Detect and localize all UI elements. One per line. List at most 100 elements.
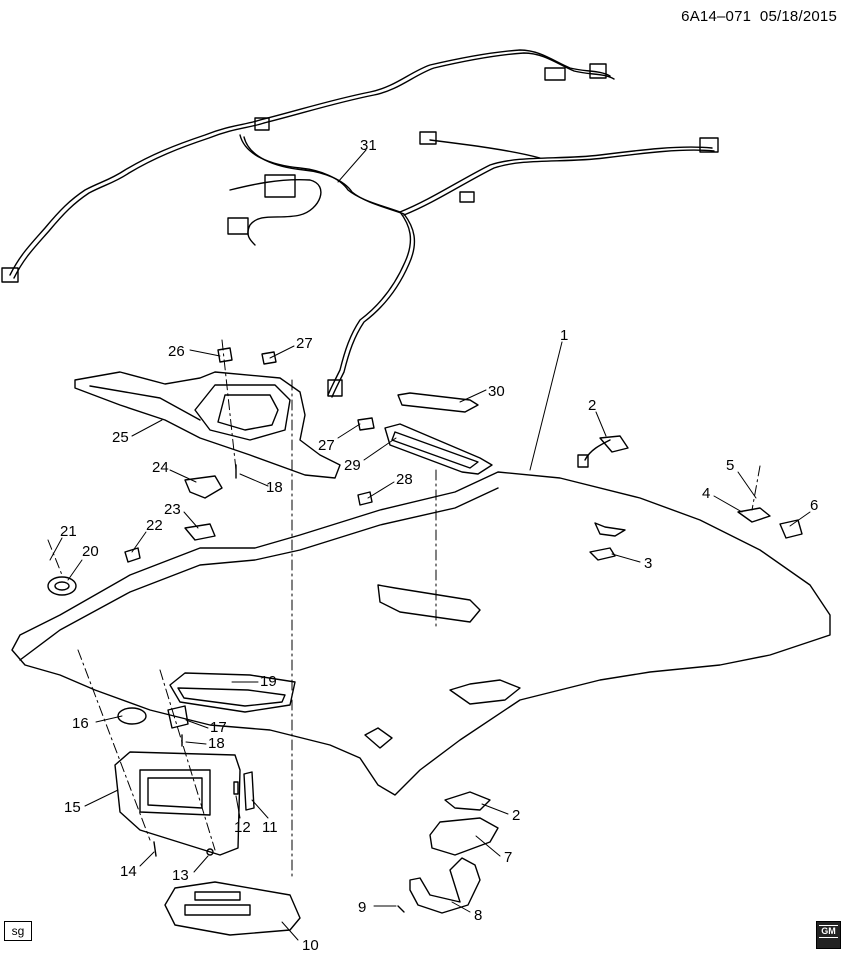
leader-12	[235, 795, 241, 819]
leader-21	[49, 537, 63, 561]
callout-27: 27	[318, 437, 335, 454]
callout-4: 4	[702, 485, 710, 502]
callout-labels: 1 2 2 3 4 5 6 7 8 9 10 11 12 13 14 15 16…	[60, 137, 818, 954]
callout-21: 21	[60, 523, 77, 540]
leader-10	[281, 921, 299, 941]
leader-20	[67, 559, 83, 581]
leader-2b	[481, 803, 509, 815]
leader-30	[459, 389, 487, 403]
callout-16: 16	[72, 715, 89, 732]
callout-30: 30	[488, 383, 505, 400]
part-20-ring-inner	[54, 581, 70, 591]
callout-6: 6	[810, 497, 818, 514]
diagram-date: 05/18/2015	[759, 8, 837, 25]
part-16-cap	[117, 707, 147, 725]
handle-bezel	[429, 817, 499, 856]
part-6-clip	[779, 519, 803, 539]
callout-19: 19	[260, 673, 277, 690]
leader-25	[131, 419, 163, 437]
callout-15: 15	[64, 799, 81, 816]
gm-logo-text: GM	[819, 925, 838, 938]
leader-24	[169, 469, 197, 483]
gm-logo-icon: GM	[816, 921, 841, 949]
callout-7: 7	[504, 849, 512, 866]
part-20-ring	[47, 576, 77, 596]
callout-17: 17	[210, 719, 227, 736]
leader-27a	[269, 345, 295, 359]
part-3-pad	[589, 547, 616, 561]
alignment-line-d	[77, 649, 151, 841]
part-12-clip	[233, 781, 239, 795]
part-2-upper-connector	[577, 454, 589, 468]
leader-18a	[239, 473, 269, 487]
part-2-upper-bracket	[599, 435, 629, 453]
part-13-nut	[206, 848, 214, 856]
leader-2a	[595, 411, 607, 437]
part-2-upper-lead	[584, 439, 611, 461]
callout-29: 29	[344, 457, 361, 474]
part-22-clip	[124, 547, 141, 563]
screw-9	[397, 905, 405, 913]
part-26-clip	[217, 347, 233, 363]
diagram-ref-number: 6A14–071	[681, 8, 752, 25]
leader-6	[789, 511, 811, 527]
leader-4	[713, 495, 743, 513]
diagram-reference: 6A14–071 05/18/2015	[681, 8, 837, 25]
wiring-harness	[1, 49, 719, 398]
callout-13: 13	[172, 867, 189, 884]
callout-2: 2	[588, 397, 596, 414]
part-28-clip	[357, 491, 373, 506]
screw-14	[153, 841, 157, 857]
alignment-line-c	[47, 539, 63, 576]
sunroof-cover	[397, 392, 479, 413]
callout-18: 18	[266, 479, 283, 496]
callout-26: 26	[168, 343, 185, 360]
leader-29	[363, 437, 397, 461]
part-4-bracket	[737, 507, 771, 523]
leader-26	[189, 349, 221, 357]
part-27-clip-top	[261, 351, 277, 365]
leader-11	[251, 799, 269, 819]
callout-10: 10	[302, 937, 319, 954]
leader-5	[737, 471, 757, 499]
callout-5: 5	[726, 457, 734, 474]
part-11-pad	[243, 771, 255, 811]
leader-8	[451, 901, 471, 913]
callout-2: 2	[512, 807, 520, 824]
alignment-line-g	[159, 669, 216, 851]
callout-18: 18	[208, 735, 225, 752]
leader-22	[131, 531, 147, 553]
overhead-console-bracket	[74, 371, 341, 479]
alignment-line-e	[751, 465, 761, 511]
leader-17	[185, 719, 209, 729]
leader-15	[84, 789, 119, 807]
callout-11: 11	[262, 819, 278, 836]
callout-27: 27	[296, 335, 313, 352]
part-23-bracket	[184, 523, 216, 541]
part-27-clip-lower	[357, 417, 375, 431]
callout-1: 1	[560, 327, 568, 344]
overhead-console	[164, 881, 301, 936]
callout-31: 31	[360, 137, 377, 154]
leader-13	[193, 855, 209, 873]
leader-31	[337, 149, 367, 183]
callout-28: 28	[396, 471, 413, 488]
callout-23: 23	[164, 501, 181, 518]
callout-8: 8	[474, 907, 482, 924]
headliner	[11, 471, 831, 796]
bracket-lower	[444, 791, 491, 811]
assist-handle	[409, 857, 481, 914]
part-17-bracket	[167, 705, 189, 729]
callout-12: 12	[234, 819, 251, 836]
leader-1	[529, 341, 563, 471]
leader-23	[183, 511, 199, 529]
callout-25: 25	[112, 429, 129, 446]
callout-20: 20	[82, 543, 99, 560]
part-24-pad	[184, 475, 223, 499]
callout-22: 22	[146, 517, 163, 534]
callout-14: 14	[120, 863, 137, 880]
callout-24: 24	[152, 459, 169, 476]
alignment-line-a	[221, 339, 237, 471]
corner-tag: sg	[4, 921, 32, 941]
